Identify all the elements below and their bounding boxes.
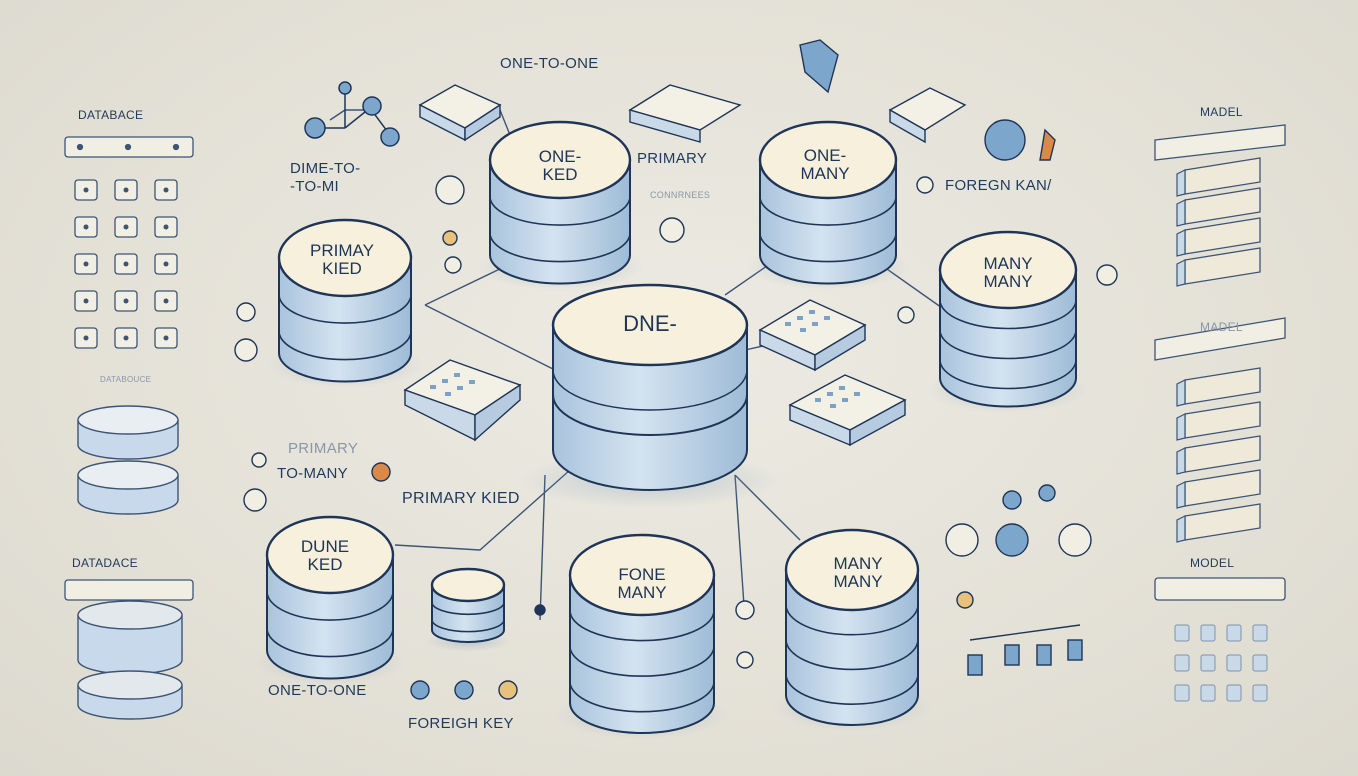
label-model-bottom: MODEL [1190, 556, 1235, 570]
label-database-top: DATABACE [78, 108, 144, 122]
label-foreign-key: FOREIGH KEY [408, 715, 514, 732]
cylinder-one-many-top[interactable] [746, 120, 910, 290]
right-grid-cell [1226, 684, 1242, 702]
misc-icons [234, 39, 1118, 700]
left-stack-top [77, 405, 179, 515]
cylinder-center[interactable] [520, 283, 780, 508]
cylinder-fone-many[interactable] [555, 533, 729, 739]
node-label-one-ked: ONE- KED [538, 147, 582, 184]
right-slab [1184, 247, 1261, 285]
label-connectors: CONNRNEES [650, 190, 711, 200]
right-panel [1154, 124, 1286, 601]
left-panel [64, 136, 194, 349]
cylinder-primary-kied[interactable] [265, 218, 425, 388]
right-grid-cell [1252, 654, 1268, 672]
left-bottom-header [64, 579, 194, 601]
right-slab [1184, 469, 1261, 507]
node-graph-icon [304, 81, 400, 147]
right-grid-cell [1200, 654, 1216, 672]
cylinder-small-mid[interactable] [424, 567, 512, 652]
cylinder-many-many-right[interactable] [926, 230, 1090, 413]
right-grid-cell [1200, 624, 1216, 642]
cylinder-dune-ked[interactable] [254, 515, 406, 685]
label-primary-faint: PRIMARY [288, 440, 359, 457]
right-grid-cell [1226, 624, 1242, 642]
label-primary-mid: PRIMARY [637, 150, 708, 167]
label-database-bottom: DATADACE [72, 556, 138, 570]
table-cards [403, 84, 967, 447]
label-foreign-kany: FOREGN KAN/ [945, 177, 1052, 194]
right-slab [1184, 187, 1261, 225]
right-slab [1184, 435, 1261, 473]
right-grid-cell [1226, 654, 1242, 672]
cylinder-many-many-bottom[interactable] [772, 528, 932, 731]
label-one-to-one-top: ONE-TO-ONE [500, 55, 599, 72]
right-slab [1184, 367, 1261, 405]
right-slab [1184, 157, 1261, 195]
right-slab [1184, 401, 1261, 439]
card-cells [430, 310, 860, 408]
right-stacked-tables [1174, 157, 1268, 702]
node-label-fone-many: FONE MANY [617, 565, 667, 602]
right-grid-cell [1174, 684, 1190, 702]
left-stack-bottom [77, 600, 183, 720]
node-label-many-many-right: MANY MANY [983, 254, 1033, 291]
label-dime-to-one: DIME-TO- -TO-MI [290, 160, 361, 195]
node-label-center: DNE- [623, 311, 677, 336]
node-label-primary-kied: PRIMAY KIED [310, 241, 374, 278]
label-one-to-one-bottom: ONE-TO-ONE [268, 682, 367, 699]
right-grid-cell [1200, 684, 1216, 702]
right-grid-cell [1252, 624, 1268, 642]
right-grid-cell [1174, 624, 1190, 642]
label-model-mid: MADEL [1200, 320, 1243, 334]
cylinder-one-ked[interactable] [476, 120, 644, 290]
label-database-mid: DATABOUCE [100, 375, 152, 384]
node-label-dune-ked: DUNE KED [300, 537, 350, 574]
label-model-top: MADEL [1200, 105, 1243, 119]
node-label-one-many-top: ONE- MANY [800, 146, 850, 183]
right-slab [1184, 217, 1261, 255]
label-to-many: TO-MANY [277, 465, 348, 482]
node-label-many-many-bottom: MANY MANY [833, 554, 883, 591]
right-grid-cell [1174, 654, 1190, 672]
right-slab [1184, 503, 1261, 541]
right-grid-cell [1252, 684, 1268, 702]
label-primary-kied-bottom: PRIMARY KIED [402, 490, 520, 507]
